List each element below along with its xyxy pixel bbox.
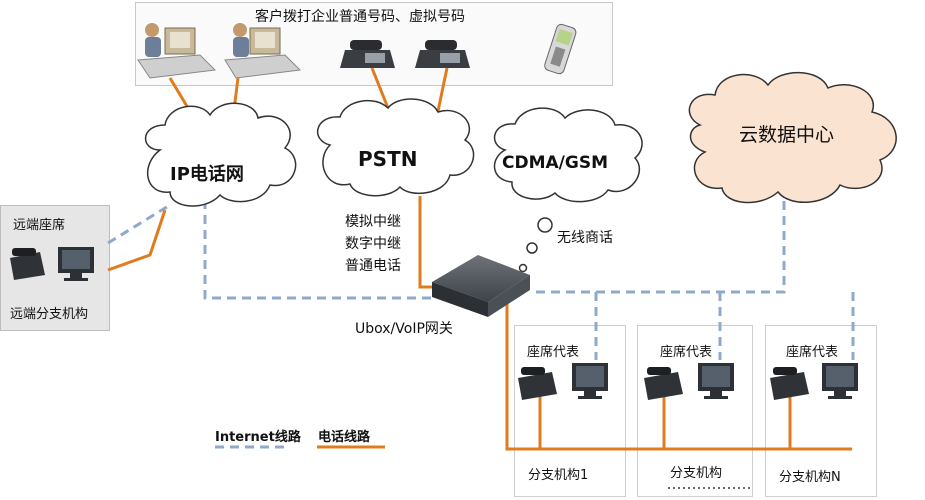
mobile-phone-icon <box>544 23 577 75</box>
remote-branch-label: 远端分支机构 <box>10 307 89 322</box>
branch-3-devices <box>770 363 858 400</box>
trunk-label-digital: 数字中继 <box>345 236 401 252</box>
branch-1-devices <box>518 363 608 400</box>
desk-phone-1 <box>340 40 395 68</box>
trunk-label-ordinary: 普通电话 <box>345 258 401 274</box>
customer-area-title: 客户拨打企业普通号码、虚拟号码 <box>255 9 465 25</box>
internet-lines <box>107 186 855 360</box>
cloud-datacenter-label: 云数据中心 <box>739 124 835 146</box>
remote-seat-label: 远端座席 <box>13 218 66 233</box>
cloud-pstn <box>316 98 475 197</box>
cloud-ip <box>144 102 297 207</box>
customer-agent-1 <box>137 23 217 79</box>
cloud-cdma-label: CDMA/GSM <box>502 153 608 173</box>
branch-box-2 <box>637 325 753 497</box>
branch-3-seat-label: 座席代表 <box>786 345 839 360</box>
desk-phone-2 <box>415 40 470 68</box>
branch-3-name: 分支机构N <box>779 470 841 485</box>
gateway-device-icon <box>432 255 530 317</box>
cloud-cdma <box>493 107 643 273</box>
branch-1-seat-label: 座席代表 <box>527 345 580 360</box>
customer-agent-2 <box>224 23 302 79</box>
branch-2-name: 分支机构 <box>670 466 723 481</box>
gateway-label: Ubox/VoIP网关 <box>355 321 453 337</box>
branch-box-3 <box>765 325 877 497</box>
remote-monitor-icon <box>58 247 94 281</box>
branch-2-seat-label: 座席代表 <box>660 345 713 360</box>
legend-phone-label: 电话线路 <box>318 430 371 445</box>
branch-1-name: 分支机构1 <box>528 468 589 483</box>
remote-phone-icon <box>10 248 45 280</box>
branch-2-devices <box>644 363 734 400</box>
cloud-datacenter <box>688 71 897 204</box>
cloud-pstn-label: PSTN <box>358 147 418 171</box>
legend-internet-label: Internet线路 <box>215 430 301 445</box>
wireless-label: 无线商话 <box>557 230 613 246</box>
branch-box-1 <box>514 325 626 497</box>
cloud-ip-label: IP电话网 <box>170 164 244 185</box>
trunk-label-analog: 模拟中继 <box>345 214 401 230</box>
